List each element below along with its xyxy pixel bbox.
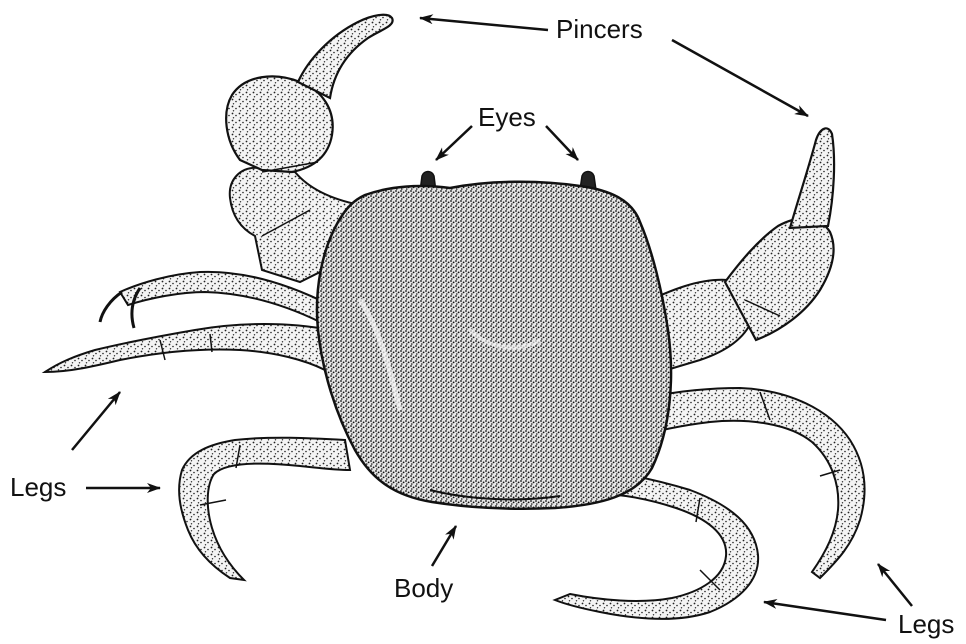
crab-body — [317, 182, 671, 509]
body-label: Body — [394, 575, 453, 601]
left-leg-second — [45, 324, 330, 372]
legs-arrow-right-up — [878, 564, 912, 606]
eyes-label: Eyes — [478, 104, 536, 130]
legs-arrow-right-side — [764, 602, 886, 620]
legs-label-right: Legs — [898, 611, 954, 637]
left-leg-third — [179, 438, 350, 580]
legs-arrow-left-up — [72, 392, 120, 450]
pincers-arrow-left — [420, 18, 548, 30]
pincers-arrow-right — [672, 40, 808, 116]
eyes-arrow-left — [436, 126, 472, 160]
eyes-arrow-right — [546, 126, 578, 160]
legs-label-left: Legs — [10, 474, 66, 500]
body-arrow — [432, 526, 456, 566]
pincers-label: Pincers — [556, 16, 643, 42]
